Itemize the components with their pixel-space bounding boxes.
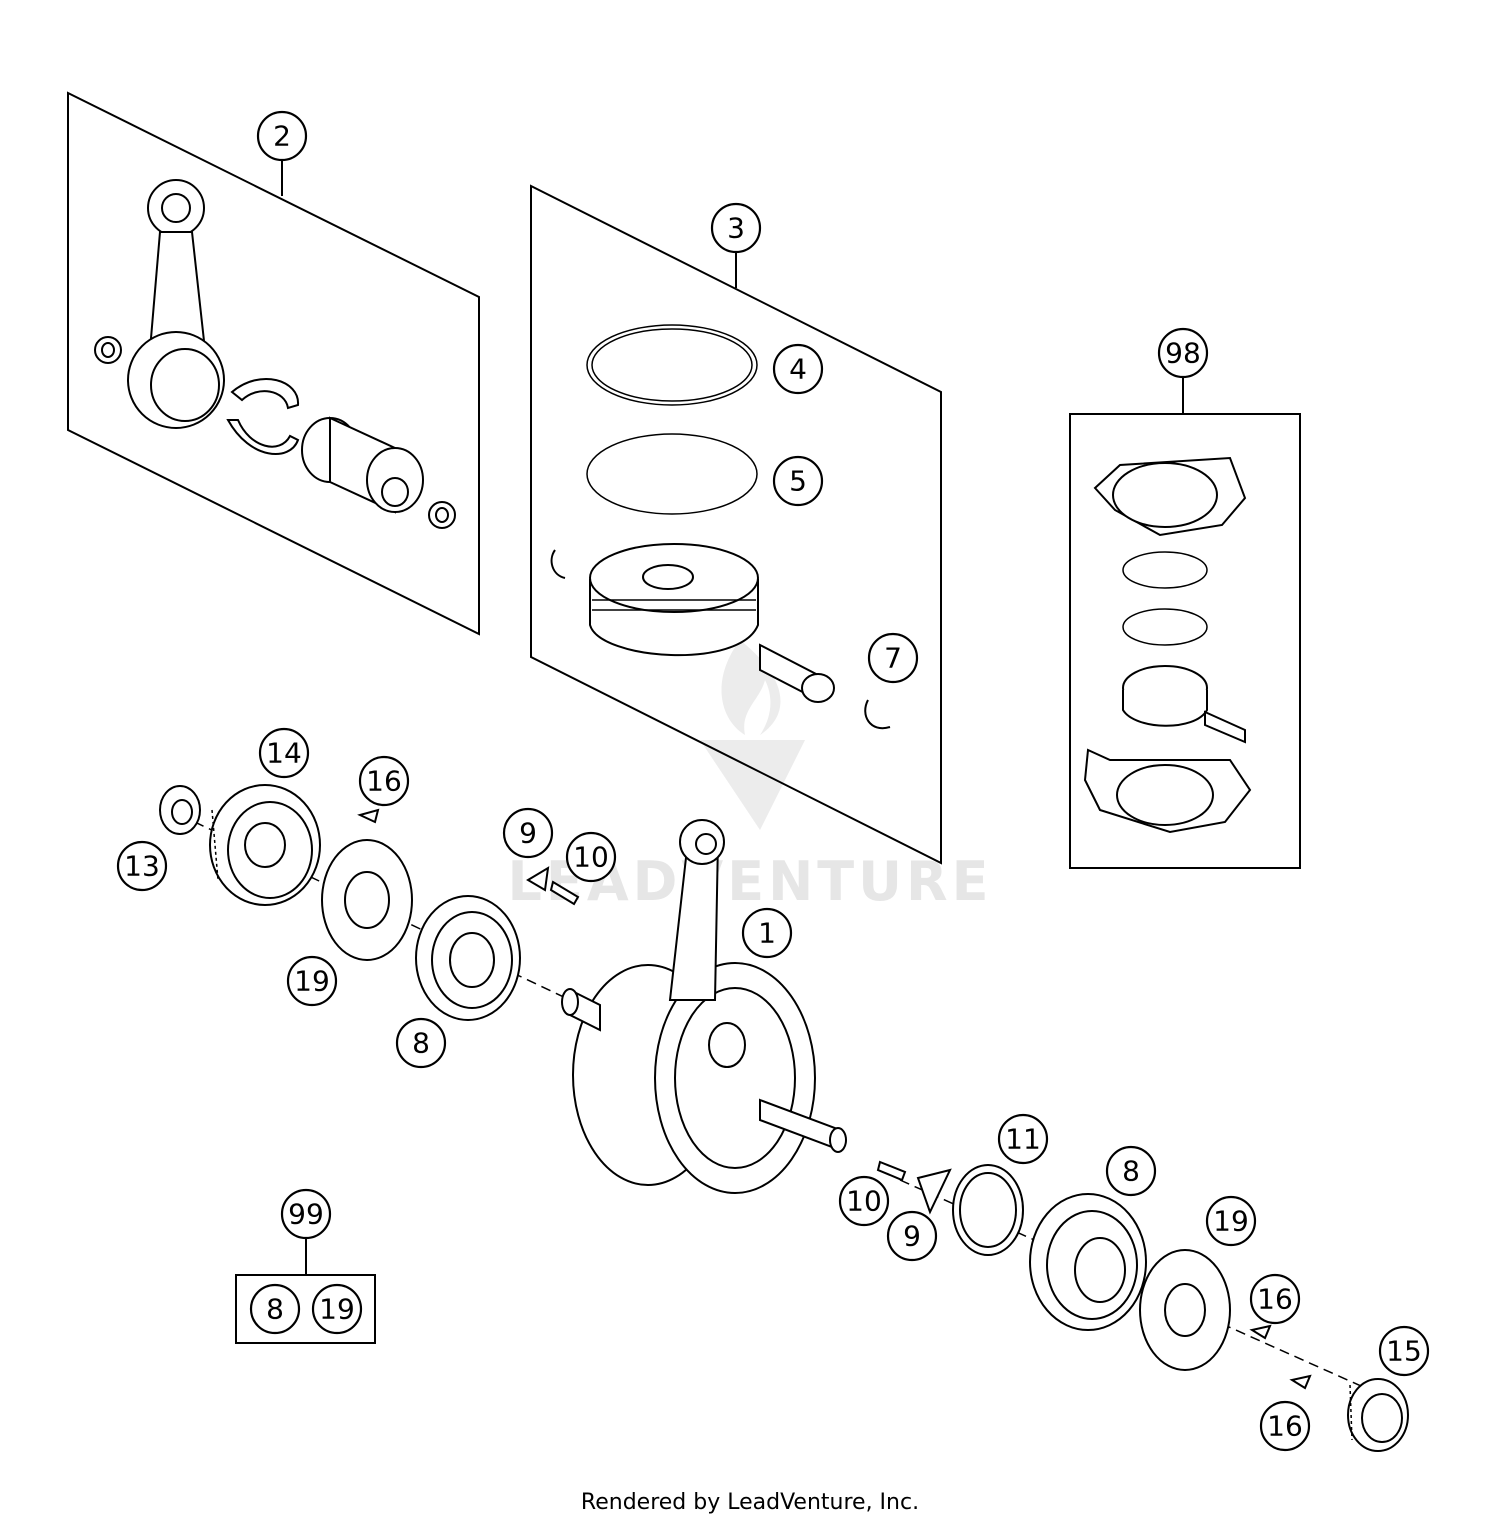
svg-text:9: 9 (903, 1220, 921, 1253)
callout-2: 2 (256, 110, 308, 162)
svg-text:99: 99 (288, 1198, 324, 1231)
callout-15: 15 (1378, 1325, 1430, 1377)
callout-8-right: 8 (1105, 1145, 1157, 1197)
svg-text:8: 8 (266, 1293, 284, 1326)
nut-image (159, 785, 201, 835)
callout-1: 1 (741, 907, 793, 959)
svg-text:11: 11 (1005, 1123, 1041, 1156)
callout-8-left: 8 (395, 1017, 447, 1069)
svg-text:19: 19 (319, 1293, 355, 1326)
callout-16-right-upper: 16 (1249, 1273, 1301, 1325)
callout-9-top: 9 (502, 807, 554, 859)
svg-text:1: 1 (758, 917, 776, 950)
primary-gear-image (209, 784, 321, 906)
callout-7: 7 (867, 632, 919, 684)
callout-14: 14 (258, 727, 310, 779)
callout-13: 13 (116, 840, 168, 892)
svg-text:9: 9 (519, 817, 537, 850)
callout-98: 98 (1157, 327, 1209, 379)
connecting-rod-image (94, 179, 456, 529)
svg-text:16: 16 (1267, 1410, 1303, 1443)
svg-text:8: 8 (412, 1027, 430, 1060)
svg-text:13: 13 (124, 850, 160, 883)
panel-gasket-kit (1069, 376, 1301, 869)
callout-10-top: 10 (565, 831, 617, 883)
bearing-image (415, 895, 521, 1021)
callout-3: 3 (710, 202, 762, 254)
svg-text:8: 8 (1122, 1155, 1140, 1188)
svg-text:7: 7 (884, 642, 902, 675)
woodruff-key-image (357, 808, 380, 824)
crankshaft-image (561, 819, 847, 1194)
svg-text:19: 19 (1213, 1205, 1249, 1238)
callout-10-bottom: 10 (838, 1175, 890, 1227)
svg-text:14: 14 (266, 737, 302, 770)
piston-rings-image (586, 324, 758, 515)
svg-text:16: 16 (366, 765, 402, 798)
piston-image (550, 543, 891, 730)
callout-19-left: 19 (286, 955, 338, 1007)
shim-washer-right-image (1139, 1249, 1231, 1371)
svg-text:3: 3 (727, 212, 745, 245)
svg-text:19: 19 (294, 965, 330, 998)
shim-washer-image (321, 839, 413, 961)
callout-19-box: 19 (311, 1283, 363, 1335)
svg-text:2: 2 (273, 120, 291, 153)
callout-19-right: 19 (1205, 1195, 1257, 1247)
gasket-kit-image (1083, 456, 1252, 834)
callout-5: 5 (772, 455, 824, 507)
callout-9-bottom: 9 (886, 1210, 938, 1262)
callout-11: 11 (997, 1113, 1049, 1165)
panel-connecting-rod-kit (67, 91, 480, 636)
callout-8-box: 8 (249, 1283, 301, 1335)
bearing-right-image (1029, 1193, 1147, 1331)
timing-gear-image (1347, 1378, 1409, 1452)
shim-11-image (952, 1164, 1024, 1256)
crankshaft-assembly (159, 784, 1409, 1452)
svg-text:15: 15 (1386, 1335, 1422, 1368)
svg-text:16: 16 (1257, 1283, 1293, 1316)
callout-16-right-lower: 16 (1259, 1400, 1311, 1452)
svg-text:10: 10 (846, 1185, 882, 1218)
svg-text:5: 5 (789, 465, 807, 498)
rendered-by-credit: Rendered by LeadVenture, Inc. (580, 1490, 920, 1515)
callout-99: 99 (280, 1188, 332, 1240)
svg-text:4: 4 (789, 353, 807, 386)
callout-4: 4 (772, 343, 824, 395)
svg-text:98: 98 (1165, 337, 1201, 370)
svg-text:10: 10 (573, 841, 609, 874)
bearing-kit-box (235, 1237, 376, 1344)
callout-16-top: 16 (358, 755, 410, 807)
panel-piston-kit (530, 184, 942, 865)
